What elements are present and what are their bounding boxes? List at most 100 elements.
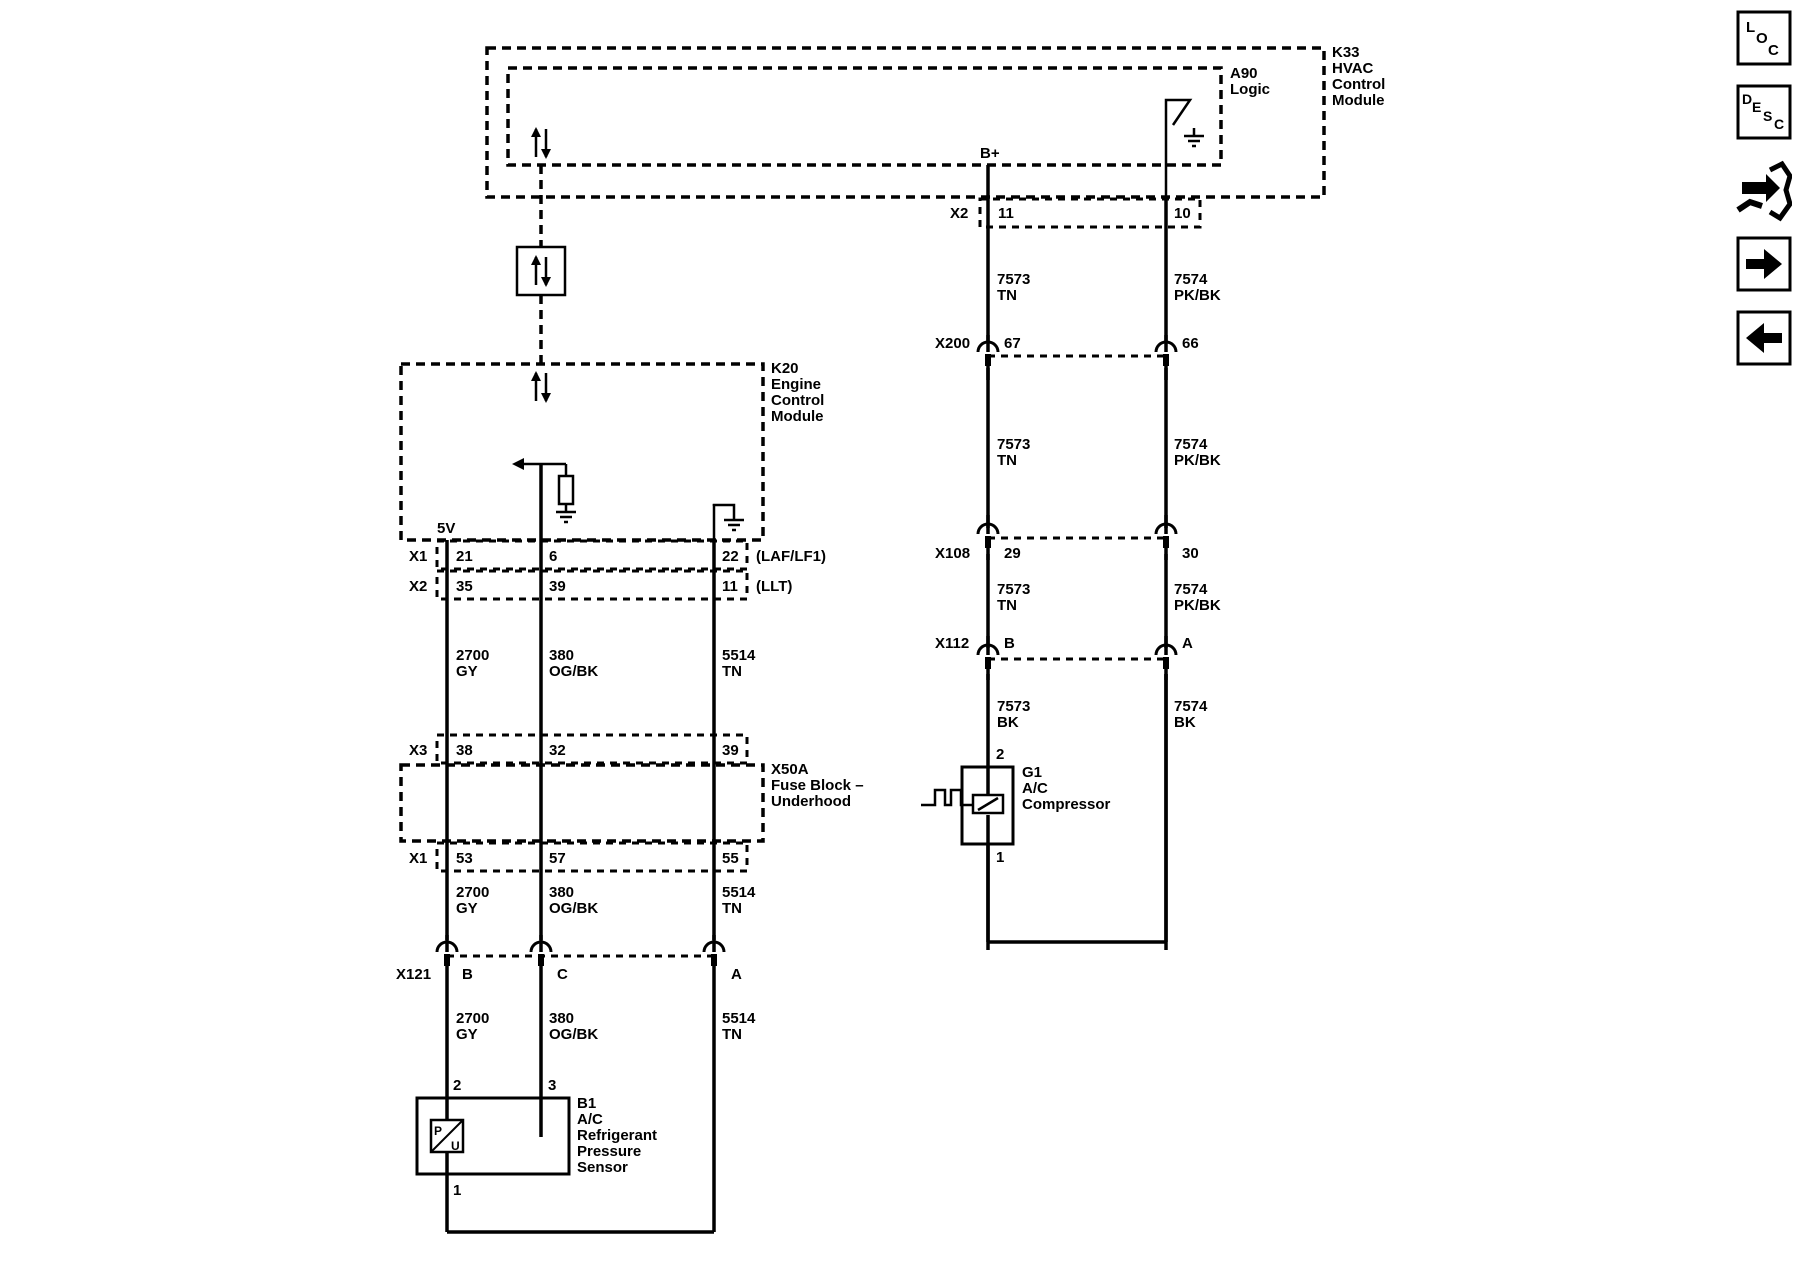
- b1-pin-2: 2: [453, 1077, 461, 1094]
- k20-ref: K20: [771, 360, 799, 377]
- wire-color: TN: [722, 663, 742, 680]
- b1-name-4: Sensor: [577, 1159, 628, 1176]
- wire-circuit: 5514: [722, 647, 756, 664]
- fuse-x1-pin: 53: [456, 850, 473, 867]
- g1-pin-1: 1: [996, 849, 1004, 866]
- x50a-name-2: Underhood: [771, 793, 851, 810]
- wire-circuit: 7574: [1174, 436, 1208, 453]
- fuse-x3-pin: 39: [722, 742, 739, 759]
- g1-pin-2: 2: [996, 746, 1004, 763]
- k33-name-3: Module: [1332, 92, 1385, 109]
- x112-pin: B: [1004, 635, 1015, 652]
- g1-name-2: Compressor: [1022, 796, 1111, 813]
- g1-name-1: A/C: [1022, 780, 1048, 797]
- next-button[interactable]: [1736, 236, 1792, 292]
- wire-labels-ecm-fuse: 2700 GY 380 OG/BK 5514 TN: [456, 647, 756, 680]
- wire-color: BK: [997, 714, 1019, 731]
- wire-color: TN: [997, 287, 1017, 304]
- hvac-x2-name: X2: [950, 205, 968, 222]
- connector-end-view-icon: [1736, 160, 1792, 222]
- wire-circuit: 7573: [997, 271, 1030, 288]
- x121-connector: X121 B C A: [396, 935, 742, 983]
- loc-letter-c: C: [1768, 42, 1779, 59]
- x112-name: X112: [935, 635, 969, 652]
- ecm-x1-pin: 6: [549, 548, 557, 565]
- fuse-x1-name: X1: [409, 850, 427, 867]
- b1-pin-1: 1: [453, 1182, 461, 1199]
- ground-icon: [1182, 126, 1206, 148]
- x50a-name-1: Fuse Block –: [771, 777, 864, 794]
- description-button[interactable]: D E S C: [1736, 84, 1792, 140]
- wire-circuit: 7574: [1174, 698, 1208, 715]
- wire-labels-compressor: 7573 TN 7574 PK/BK 7573 TN 7574 PK/BK 75…: [997, 271, 1221, 731]
- left-wiring: [445, 464, 716, 950]
- sensor-p-label: P: [434, 1124, 442, 1138]
- x200-connector: X200 67 66: [935, 335, 1199, 380]
- fuse-x3-connector: [435, 733, 749, 765]
- wire-circuit: 5514: [722, 884, 756, 901]
- pwm-signal-icon: [921, 788, 973, 807]
- wire-color: OG/BK: [549, 1026, 598, 1043]
- hvac-x2-pin-11: 11: [998, 205, 1014, 222]
- wire-circuit: 380: [549, 884, 574, 901]
- serial-data-icon-ecm: [529, 369, 553, 405]
- connector-end-view-button[interactable]: [1736, 160, 1792, 224]
- x200-pin: 67: [1004, 335, 1021, 352]
- location-button[interactable]: L O C: [1736, 10, 1792, 66]
- ecm-x1-connector: X1 21 6 22 (LAF/LF1): [409, 539, 826, 571]
- ecm-x1-pin: 22: [722, 548, 739, 565]
- wire-color: GY: [456, 663, 478, 680]
- ecm-x2-pin: 11: [722, 578, 738, 595]
- x108-pin: 29: [1004, 545, 1021, 562]
- previous-button[interactable]: [1736, 310, 1792, 366]
- b1-name-2: Refrigerant: [577, 1127, 657, 1144]
- wire-circuit: 380: [549, 1010, 574, 1027]
- desc-letter-d: D: [1742, 91, 1752, 107]
- wire-color: GY: [456, 1026, 478, 1043]
- sensor-u-label: U: [451, 1139, 460, 1153]
- ecm-x2-connector: X2 35 39 11 (LLT): [409, 569, 792, 601]
- wire-color: TN: [997, 452, 1017, 469]
- serial-data-box: [515, 245, 567, 297]
- wire-circuit: 5514: [722, 1010, 756, 1027]
- loc-letter-o: O: [1756, 30, 1768, 47]
- wire-color: PK/BK: [1174, 452, 1221, 469]
- wire-circuit: 380: [549, 647, 574, 664]
- wire-color: TN: [997, 597, 1017, 614]
- desc-letter-c: C: [1774, 116, 1784, 132]
- wire-color: TN: [722, 900, 742, 917]
- hvac-x2-pin-10: 10: [1174, 205, 1191, 222]
- x108-connector: X108 29 30: [935, 515, 1199, 562]
- x200-pin: 66: [1182, 335, 1199, 352]
- ecm-x1-name: X1: [409, 548, 427, 565]
- switch-icon: [1164, 98, 1193, 196]
- b1-name-1: A/C: [577, 1111, 603, 1128]
- k20-engine-control-module: K20 Engine Control Module 5V: [399, 360, 824, 542]
- k20-name-2: Control: [771, 392, 824, 409]
- x121-pin: A: [731, 966, 742, 983]
- x50a-fuse-block: X3 38 32 39 X50A Fuse Block – Underhood …: [399, 733, 864, 873]
- wire-circuit: 7574: [1174, 581, 1208, 598]
- k33-ref: K33: [1332, 44, 1360, 61]
- wire-circuit: 2700: [456, 884, 489, 901]
- k20-name-1: Engine: [771, 376, 821, 393]
- wire-circuit: 7573: [997, 436, 1030, 453]
- serial-data-link: [515, 165, 567, 365]
- b1-pin-3: 3: [548, 1077, 556, 1094]
- x121-pin: B: [462, 966, 473, 983]
- a90-ref: A90: [1230, 65, 1258, 82]
- k33-hvac-module: A90 Logic K33 HVAC Control Module B+: [485, 44, 1385, 199]
- wire-circuit: 7574: [1174, 271, 1208, 288]
- fuse-x3-pin: 32: [549, 742, 566, 759]
- wire-color: OG/BK: [549, 900, 598, 917]
- laf-lf1-label: (LAF/LF1): [756, 548, 826, 565]
- x112-pin: A: [1182, 635, 1193, 652]
- next-arrow-icon: [1736, 236, 1792, 292]
- desc-letter-s: S: [1763, 108, 1772, 124]
- desc-letter-e: E: [1752, 99, 1761, 115]
- five-v-label: 5V: [437, 520, 455, 537]
- k33-name-1: HVAC: [1332, 60, 1374, 77]
- loc-letter-l: L: [1746, 19, 1755, 36]
- k33-name-2: Control: [1332, 76, 1385, 93]
